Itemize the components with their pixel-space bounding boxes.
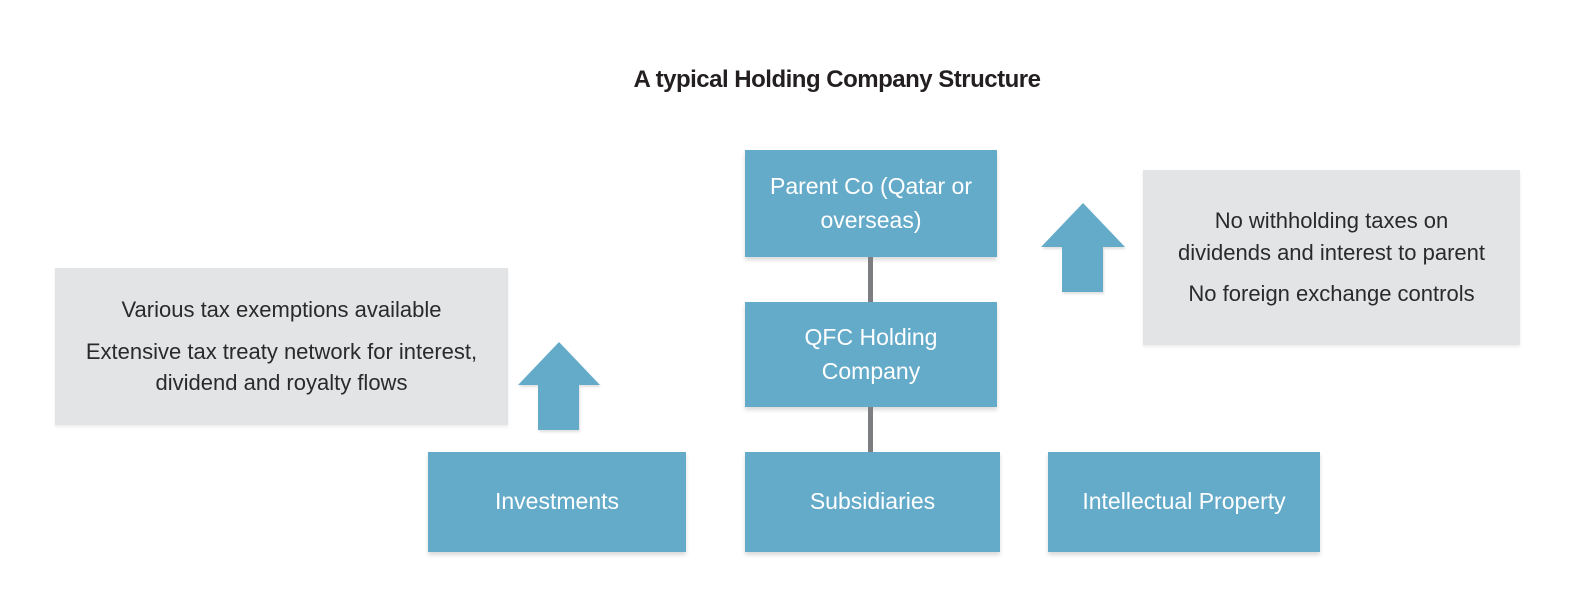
up-arrow-icon (1041, 203, 1125, 292)
box-investments-label: Investments (495, 488, 619, 515)
box-subsidiaries-label: Subsidiaries (809, 488, 936, 515)
diagram-title: A typical Holding Company Structure (633, 66, 1042, 93)
box-parent-co: Parent Co (Qatar or overseas) (745, 150, 997, 257)
note-withholding-taxes-line-2: No foreign exchange controls (1188, 281, 1475, 307)
note-tax-exemptions-line-2: Extensive tax treaty network for interes… (85, 338, 478, 396)
note-tax-exemptions-line-1: Various tax exemptions available (121, 296, 442, 322)
note-tax-exemptions: Various tax exemptions available Extensi… (55, 268, 508, 425)
box-intellectual-property-label: Intellectual Property (1082, 488, 1286, 515)
note-withholding-taxes: No withholding taxes on dividends and in… (1143, 170, 1520, 345)
connector-parent-to-holding (868, 257, 873, 302)
up-arrow-icon (518, 342, 600, 430)
box-qfc-holding-company: QFC Holding Company (745, 302, 997, 407)
note-withholding-taxes-line-1: No withholding taxes on dividends and in… (1178, 207, 1485, 265)
box-intellectual-property: Intellectual Property (1048, 452, 1320, 552)
box-investments: Investments (428, 452, 686, 552)
box-qfc-holding-company-label: QFC Holding Company (804, 324, 938, 384)
connector-holding-to-subsidiaries (868, 407, 873, 452)
box-parent-co-label: Parent Co (Qatar or overseas) (770, 173, 972, 233)
box-subsidiaries: Subsidiaries (745, 452, 1000, 552)
